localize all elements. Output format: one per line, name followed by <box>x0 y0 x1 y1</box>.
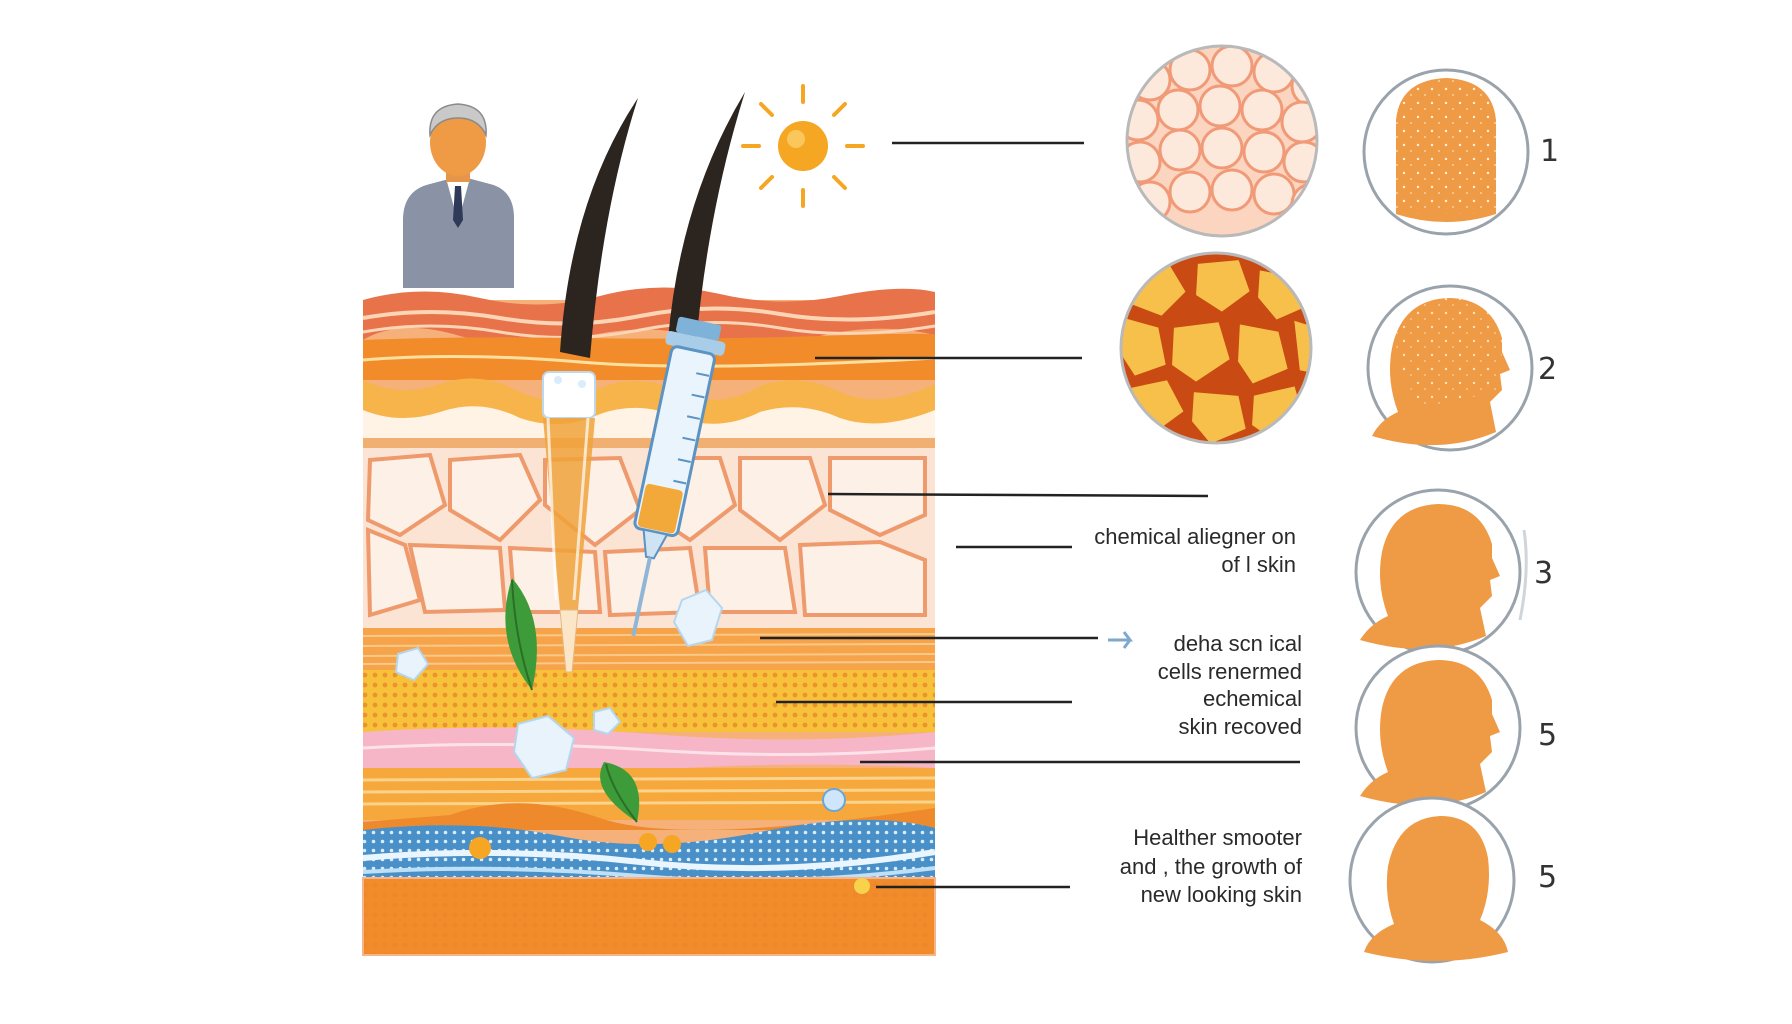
leader-lines <box>760 141 1300 889</box>
face-profile-icon <box>1348 796 1516 964</box>
label-cells-line2: cells renermed <box>1157 658 1302 684</box>
syringe-icon <box>631 316 726 637</box>
label-chemical-line2: of l skin <box>1221 552 1296 578</box>
step-number: 5 <box>1538 718 1558 753</box>
epidermis-orange <box>363 333 936 380</box>
label-cells-line3: echemical <box>1202 686 1302 711</box>
label-cells-line4: skin recoved <box>1178 713 1302 739</box>
face-profile-icon <box>1366 284 1534 452</box>
hair-icon <box>668 92 745 345</box>
label-healthier: Healther smooter and , the growth of new… <box>1120 824 1302 910</box>
label-chemical: chemical aliegner on of l skin <box>1094 524 1296 579</box>
step-number: 1 <box>1540 134 1560 169</box>
face-profile-icon <box>1354 644 1522 812</box>
arrow-icon <box>1108 631 1133 649</box>
step-number: 2 <box>1538 352 1558 387</box>
hair-icon <box>560 98 638 358</box>
label-healthier-line1: Healther smooter <box>1133 825 1302 850</box>
cell-zoom-icon <box>1125 44 1319 238</box>
skin-cross-section <box>362 287 936 956</box>
man-icon <box>403 103 514 288</box>
sun-icon <box>741 84 865 208</box>
label-chemical-line1: chemical aliegner on <box>1094 524 1296 549</box>
label-healthier-line2: and , the growth of <box>1119 853 1302 879</box>
pipette-icon <box>542 371 596 673</box>
label-cells-line1: deha scn ical <box>1173 631 1302 656</box>
label-healthier-line3: new looking skin <box>1140 882 1302 908</box>
face-profile-icon <box>1354 488 1528 656</box>
label-cells: deha scn ical cells renermed echemical s… <box>1158 630 1302 740</box>
face-profile-icon <box>1362 68 1530 236</box>
crystal-icon <box>394 588 724 780</box>
cell-zoom-icon <box>1119 251 1313 445</box>
step-number: 3 <box>1534 556 1554 591</box>
step-number: 5 <box>1538 860 1558 895</box>
